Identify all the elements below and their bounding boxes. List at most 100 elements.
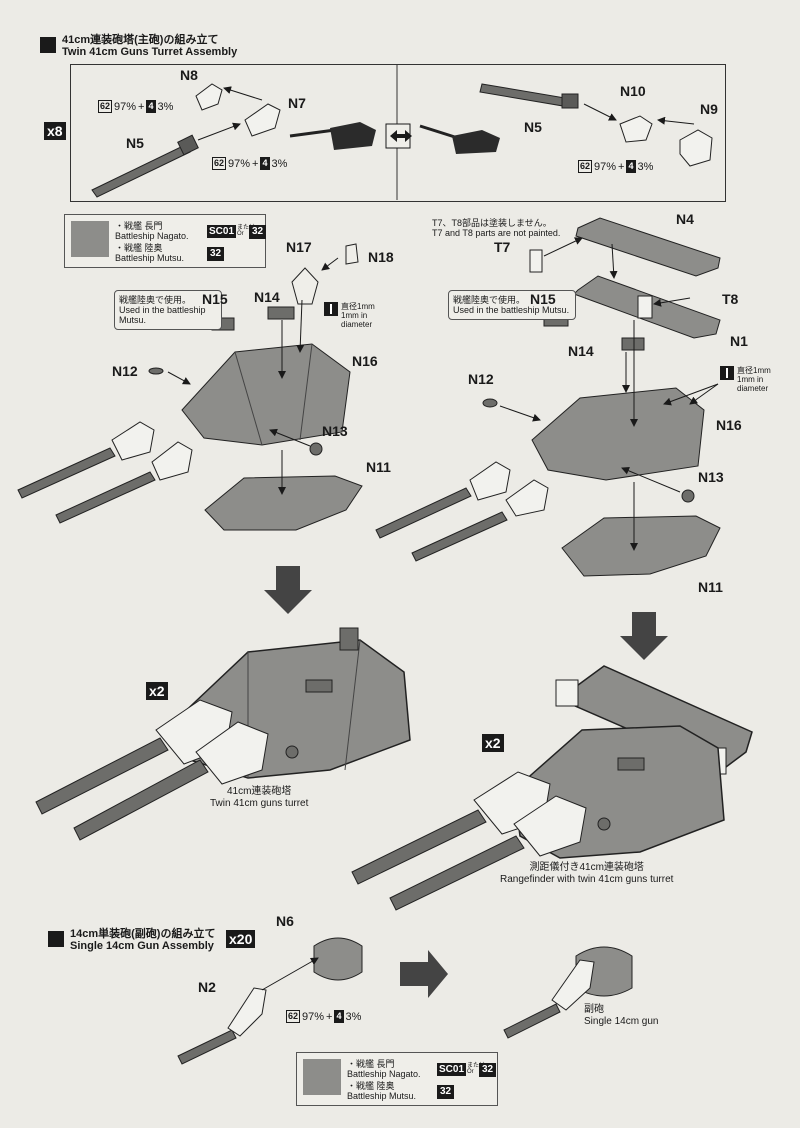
t7-t8-note: T7、T8部品は塗装しません。 T7 and T8 parts are not …	[432, 218, 572, 238]
note-jp: 戦艦陸奥で使用。	[453, 295, 526, 305]
part-n14-left	[267, 306, 295, 320]
diam-jp: 直径1mm	[737, 366, 771, 375]
label-n5-left: N5	[126, 135, 144, 151]
paint-code-a: 62	[212, 157, 227, 170]
rangefinder-n4	[575, 217, 721, 277]
paint-code-a: 62	[578, 160, 593, 173]
drill-icon	[720, 366, 734, 380]
drill-icon	[324, 302, 338, 316]
legend-nagato-en: Battleship Nagato.	[347, 1069, 421, 1079]
part-n14-right	[621, 337, 645, 351]
label-n14-right: N14	[568, 343, 594, 359]
plus-sign: +	[618, 160, 625, 173]
label-n7: N7	[288, 95, 306, 111]
label-n6: N6	[276, 913, 294, 929]
t-note-en: T7 and T8 parts are not painted.	[432, 228, 561, 238]
step-arrow-left	[264, 566, 312, 614]
legend-row-nagato: ・戦艦 長門 Battleship Nagato.	[115, 221, 189, 241]
legend-row-mutsu: ・戦艦 陸奥 Battleship Mutsu.	[347, 1081, 416, 1101]
paint-swatch	[303, 1059, 341, 1095]
part-t7	[529, 249, 543, 273]
label-n8: N8	[180, 67, 198, 83]
label-n12-left: N12	[112, 363, 138, 379]
assembled-14cm-gun	[503, 946, 633, 1039]
paint-code-32-b: 32	[207, 247, 225, 261]
caption-en: Rangefinder with twin 41cm guns turret	[500, 874, 674, 885]
section2-header: 14cm単装砲(副砲)の組み立て Single 14cm Gun Assembl…	[48, 928, 215, 952]
paint-code-sc01: SC01	[437, 1063, 467, 1076]
part-n12-left	[148, 367, 164, 375]
mutsu-note-right: 戦艦陸奥で使用。 Used in the battleship Mutsu.	[448, 290, 576, 320]
paint-code-b: 4	[260, 157, 270, 170]
paint-code-a: 62	[286, 1010, 301, 1023]
part-n12-right	[482, 398, 498, 408]
label-t8: T8	[722, 291, 739, 307]
result-right-caption: 測距儀付き41cm連装砲塔 Rangefinder with twin 41cm…	[500, 862, 673, 886]
part-n17	[291, 267, 319, 305]
paint-pct-b: 3%	[157, 100, 174, 113]
turret-body-left	[181, 343, 351, 446]
turret-base-right	[561, 515, 721, 577]
paint-swatch	[71, 221, 109, 257]
caption-jp: 測距儀付き41cm連装砲塔	[529, 862, 644, 873]
barrel-n5-left	[91, 134, 199, 198]
result-left-caption: 41cm連装砲塔 Twin 41cm guns turret	[210, 786, 308, 810]
t-note-jp: T7、T8部品は塗装しません。	[432, 218, 552, 228]
section1-title-en: Twin 41cm Guns Turret Assembly	[62, 46, 238, 58]
mini-turret-right	[419, 124, 500, 154]
note-jp: 戦艦陸奥で使用。	[119, 295, 192, 305]
caption-jp: 副砲	[584, 1004, 604, 1015]
part-n9	[679, 129, 713, 167]
label-n10: N10	[620, 83, 646, 99]
part-n18	[345, 243, 359, 265]
label-n11-right: N11	[698, 579, 723, 595]
section1-multiplier: x8	[44, 122, 66, 140]
or-jp: または	[237, 225, 256, 231]
paint-pct-a: 97%	[228, 157, 251, 170]
paint-code-32-a: 32	[249, 225, 267, 239]
paint-code-b: 4	[146, 100, 156, 113]
legend-nagato-jp: ・戦艦 長門	[347, 1059, 395, 1069]
label-n17: N17	[286, 239, 312, 255]
mix-ratio-section2: 62 97% + 4 3%	[286, 1010, 361, 1023]
label-n11-left: N11	[366, 459, 391, 475]
note-en: Used in the battleship Mutsu.	[453, 305, 570, 315]
mix-ratio-top: 62 97% + 4 3%	[98, 100, 173, 113]
diam-en: 1mm in diameter	[737, 375, 769, 393]
part-n13-left	[309, 442, 323, 456]
paint-code-b: 4	[334, 1010, 344, 1023]
diam-en: 1mm in diameter	[341, 311, 373, 329]
legend-nagato-en: Battleship Nagato.	[115, 231, 189, 241]
assembled-turret-right	[351, 665, 753, 911]
part-n13-right	[681, 489, 695, 503]
note-en: Used in the battleship Mutsu.	[119, 305, 206, 325]
section1-frame	[70, 64, 726, 202]
or-en: Or	[467, 1069, 474, 1075]
gun-n2-exploded	[177, 987, 267, 1065]
turret-base-left	[204, 475, 363, 531]
paint-pct-b: 3%	[271, 157, 288, 170]
caption-en: Single 14cm gun	[584, 1016, 659, 1027]
mix-ratio-left: 62 97% + 4 3%	[212, 157, 287, 170]
section2-multiplier: x20	[226, 930, 256, 948]
part-n7	[244, 103, 281, 137]
label-n15-left: N15	[202, 291, 228, 307]
label-n9: N9	[700, 101, 718, 117]
label-n13-left: N13	[322, 423, 348, 439]
section2-title-jp: 14cm単装砲(副砲)の組み立て	[70, 928, 216, 940]
paint-legend-top: ・戦艦 長門 Battleship Nagato. ・戦艦 陸奥 Battles…	[64, 214, 267, 268]
caption-jp: 41cm連装砲塔	[226, 786, 292, 797]
step-arrow-section2	[400, 950, 448, 998]
result-right-multiplier: x2	[482, 734, 504, 752]
paint-pct-a: 97%	[302, 1010, 325, 1023]
barrels-left	[17, 421, 193, 524]
result-left-multiplier: x2	[146, 682, 168, 700]
paint-code-32-b: 32	[437, 1085, 455, 1099]
or-jp: または	[467, 1063, 486, 1069]
label-n1: N1	[730, 333, 748, 349]
